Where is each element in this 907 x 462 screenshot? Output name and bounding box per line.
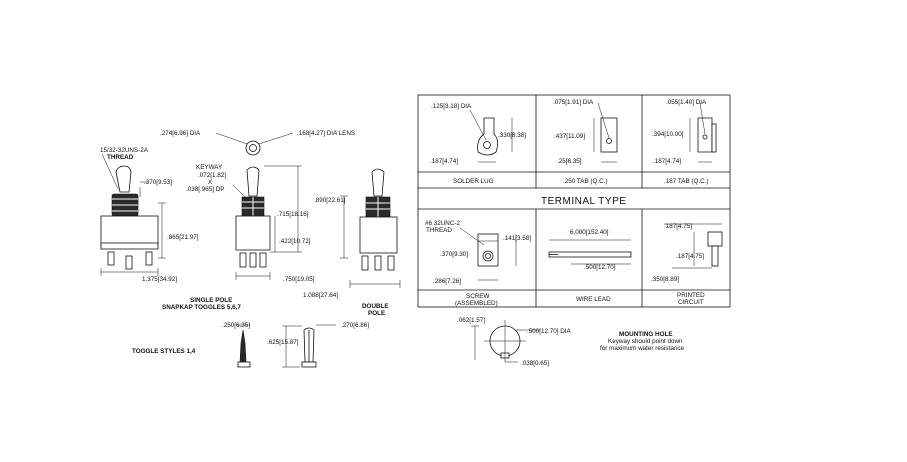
- pc-label: PRINTED: [677, 292, 705, 299]
- toggle-styles-view: [236, 324, 336, 368]
- single-pole-caption: SINGLE POLE: [190, 297, 232, 304]
- single-pole-side-view: [100, 153, 166, 276]
- height-sp-dim: .715[18.16]: [277, 211, 309, 218]
- pc-dim-a: .187[4.75]: [664, 223, 692, 230]
- tab-250-drawing: [593, 102, 618, 163]
- tab-250-height-dim: .437[11.09]: [554, 133, 585, 140]
- lens-dia-dim: .168[4.27] DIA LENS: [297, 130, 355, 137]
- screw-thread-spec: #6 32UNC-2: [425, 220, 460, 227]
- tab-250-hole-dim: .075[1.91] DIA: [553, 99, 594, 106]
- body-height-dim: .865[21.97]: [167, 234, 199, 241]
- mount-dia-dim: .500[12.70] DIA: [527, 328, 572, 335]
- mount-depth-dim: .038[0.65]: [521, 360, 549, 367]
- terminal-type-heading: TERMINAL TYPE: [541, 196, 626, 207]
- screw-dim-b: .370[9.30]: [440, 251, 468, 258]
- wire-lead-label: WIRE LEAD: [576, 296, 611, 303]
- screw-label-assembled: (ASSEMBLED): [455, 300, 498, 307]
- double-pole-view: [340, 168, 401, 288]
- single-pole-front-view: [215, 132, 302, 280]
- mount-key-dim: .062[1.57]: [457, 317, 485, 324]
- width-dim: 1.375[34.92]: [142, 276, 177, 283]
- keyway-width-dim: .072[1.82]: [198, 172, 226, 179]
- screw-thread-label: THREAD: [426, 227, 452, 234]
- tab-250-label: .250 TAB (Q.C.): [563, 178, 608, 185]
- printed-circuit-drawing: [664, 223, 723, 269]
- screw-dim-c: .286[7.26]: [433, 278, 461, 285]
- toggle-c-dim: .625[15.87]: [267, 339, 299, 346]
- double-pole-caption-2: POLE: [368, 310, 385, 317]
- toggle-styles-caption: TOGGLE STYLES 1,4: [132, 348, 196, 355]
- thread-label: THREAD: [107, 154, 134, 161]
- bushing-dim: .370[9.53]: [144, 179, 172, 186]
- mounting-hole-view: [471, 320, 540, 363]
- snapkap-caption: SNAPKAP TOGGLES 5,6,7: [162, 304, 241, 311]
- wire-length-dim: 6.000[152.40]: [570, 229, 609, 236]
- keyway-x: X: [208, 179, 213, 186]
- toggle-a-dim: .250[6.35]: [222, 322, 250, 329]
- pc-dim-c: .350[8.89]: [651, 276, 679, 283]
- screw-drawing: [459, 227, 517, 281]
- mounting-hole-title: MOUNTING HOLE: [619, 331, 673, 338]
- pc-label-circuit: CIRCUIT: [678, 299, 704, 306]
- tab-250-width-dim: .25[6.35]: [557, 158, 582, 165]
- keyway-depth-dim: .038[.965] DP: [186, 186, 225, 193]
- tab-187-drawing: [689, 102, 717, 163]
- width-sp-dim: .750[19.05]: [283, 276, 315, 283]
- toggle-dia-dim: .274[6.96] DIA: [160, 130, 201, 137]
- thread-spec: 15/32-32UNS-2A: [100, 147, 149, 154]
- tab-187-label: .187 TAB (Q.C.): [664, 178, 709, 185]
- toggle-b-dim: .270[6.86]: [341, 322, 369, 329]
- body-height-sp-dim: .422[10.72]: [279, 238, 311, 245]
- screw-label: SCREW: [466, 293, 489, 300]
- tab-187-width-dim: .187[4.74]: [653, 158, 681, 165]
- solder-lug-drawing: [469, 109, 513, 163]
- dp-width-dim: 1.088[27.64]: [303, 292, 338, 299]
- wire-lead-drawing: [548, 239, 632, 265]
- solder-lug-label: SOLDER LUG: [453, 178, 494, 185]
- pc-dim-b: .187[4.75]: [676, 253, 704, 260]
- mounting-hole-note-1: Keyway should point down: [608, 338, 683, 345]
- mounting-hole-note-2: for maximum water resistance: [600, 345, 684, 352]
- dp-height-dim: .890[22.61]: [314, 197, 346, 204]
- tab-187-hole-dim: .055[1.40] DIA: [666, 99, 707, 106]
- solder-lug-hole-dim: .125[3.18] DIA: [431, 103, 472, 110]
- wire-strip-dim: .500[12.70]: [584, 264, 616, 271]
- keyway-label: KEYWAY: [196, 164, 223, 171]
- solder-lug-width-dim: .187[4.74]: [430, 158, 458, 165]
- terminal-type-table: [417, 94, 731, 308]
- screw-dim-a: .141[3.58]: [503, 235, 531, 242]
- tab-187-height-dim: .394[10.00]: [652, 131, 684, 138]
- solder-lug-height-dim: .330[8.38]: [498, 132, 526, 139]
- double-pole-caption-1: DOUBLE: [362, 303, 389, 310]
